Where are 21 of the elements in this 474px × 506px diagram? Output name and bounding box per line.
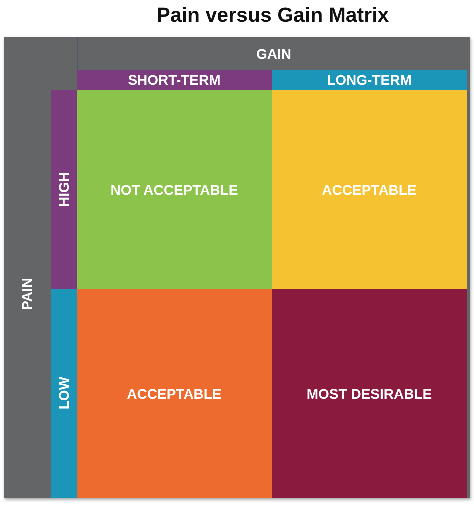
column-header <box>272 70 467 90</box>
matrix-cell <box>77 289 272 498</box>
cell-label: ACCEPTABLE <box>322 182 417 198</box>
cell-label: ACCEPTABLE <box>127 386 222 402</box>
cell-label: NOT ACCEPTABLE <box>110 182 238 198</box>
matrix-cell <box>272 289 467 498</box>
axis-header <box>4 90 50 498</box>
column-header <box>77 70 272 90</box>
header-label: GAIN <box>256 46 292 62</box>
row-header <box>51 289 77 498</box>
header-label: LONG-TERM <box>327 72 412 88</box>
title: Pain versus Gain Matrix <box>156 4 390 28</box>
row-header <box>51 90 77 289</box>
axis-header <box>77 37 470 70</box>
matrix-cell <box>272 90 467 289</box>
header-label: SHORT-TERM <box>128 72 221 88</box>
header-label: HIGH <box>56 172 72 207</box>
header-label: LOW <box>56 377 72 410</box>
matrix-cell <box>77 90 272 289</box>
cell-label: MOST DESIRABLE <box>306 386 432 402</box>
header-label: PAIN <box>19 278 35 310</box>
